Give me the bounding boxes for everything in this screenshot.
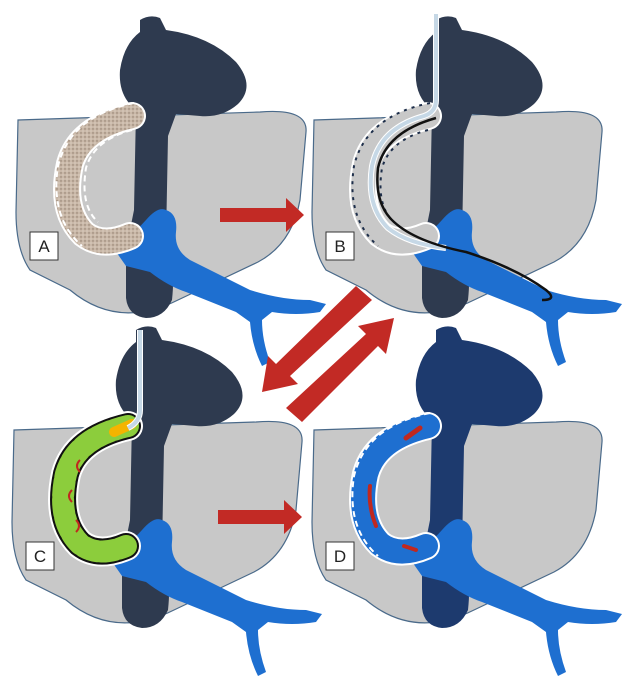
panel-a: A [16, 16, 326, 366]
panel-label-a: A [38, 237, 50, 256]
panel-b: B [312, 14, 622, 366]
panel-d: D [312, 326, 622, 676]
arrow-up-right-icon [286, 318, 394, 422]
panel-label-b: B [334, 237, 345, 256]
panel-label-c: C [34, 547, 46, 566]
panel-label-d: D [334, 547, 346, 566]
